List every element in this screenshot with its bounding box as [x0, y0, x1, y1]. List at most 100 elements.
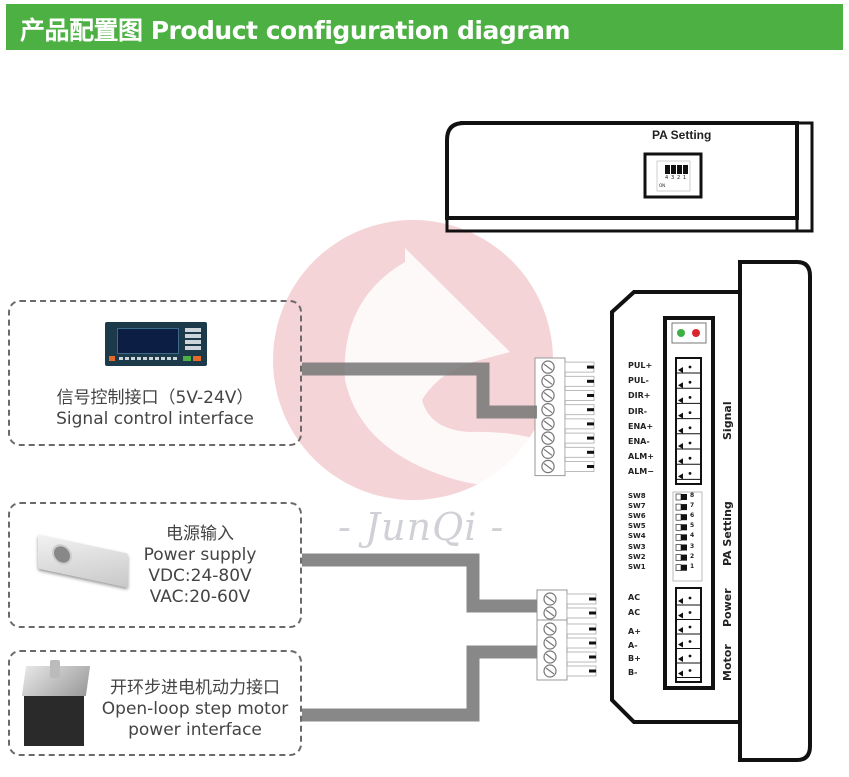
signal-pin-label: ALM− — [628, 467, 654, 477]
external-plugs — [534, 357, 597, 681]
driver-heatsink — [738, 260, 812, 762]
pa-dip-key — [677, 165, 682, 174]
motor-shaft — [50, 660, 60, 678]
plug-pin-contact — [587, 408, 594, 412]
terminal-arrow-icon — [678, 612, 683, 619]
terminal-arrow-icon — [678, 670, 683, 677]
terminal-dot — [688, 625, 692, 629]
terminal-dot — [688, 396, 692, 399]
terminal-arrow-icon — [678, 641, 683, 648]
pa-module-title: PA Setting — [652, 128, 712, 142]
screw-slot — [543, 363, 553, 371]
pa-dip-number: 2 — [677, 175, 681, 181]
watermark-horse — [344, 248, 580, 486]
motor-cable — [302, 645, 537, 722]
signal-pin-label: DIR- — [628, 406, 648, 416]
plug-pin-contact — [589, 627, 596, 631]
terminal-dot — [688, 380, 692, 384]
screw-slot — [545, 595, 555, 603]
motor-title-en-1: Open-loop step motor — [101, 699, 289, 719]
terminal-arrow-icon — [678, 656, 683, 662]
sw-key-off — [675, 544, 682, 551]
power-cable — [302, 553, 537, 613]
sw-number: 7 — [690, 502, 695, 510]
pa-dip-key — [665, 165, 670, 174]
screw-slot — [543, 406, 553, 414]
terminal-arrow-icon — [678, 367, 683, 373]
plug-pin-contact — [587, 394, 594, 397]
signal-side-label: Signal — [721, 401, 734, 440]
sw-key-off — [675, 493, 682, 501]
header-banner: 产品配置图 Product configuration diagram — [6, 4, 843, 50]
controller-button — [109, 356, 115, 361]
signal-cable — [302, 362, 537, 419]
page-title: 产品配置图 Product configuration diagram — [20, 16, 571, 45]
power-supply-box: 电源输入 Power supply VDC:24-80V VAC:20-60V — [8, 502, 302, 628]
power-motor-pin-label: B+ — [628, 654, 641, 663]
signal-interface-box: 信号控制接口（5V-24V） Signal control interface — [8, 300, 302, 446]
screw-slot — [545, 653, 555, 661]
signal-pin-label: ALM+ — [628, 452, 654, 462]
terminal-arrow-icon — [678, 458, 683, 465]
sw-pin-label: SW4 — [628, 532, 646, 541]
signal-title-cn: 信号控制接口（5V-24V） — [56, 388, 254, 408]
alarm-led — [692, 329, 700, 337]
sw-pin-label: SW7 — [628, 502, 646, 511]
power-title-en: Power supply — [143, 545, 257, 565]
sw-key-on — [681, 514, 687, 521]
sw-key-on — [681, 494, 687, 500]
plug-pin-contact — [589, 655, 596, 659]
pa-dip-number: 1 — [683, 175, 687, 181]
pa-setting-side-label: PA Setting — [721, 501, 734, 566]
terminal-arrow-icon — [678, 382, 683, 389]
pa-dip-key — [683, 165, 688, 174]
sw-dip-keys — [675, 493, 687, 572]
sw-number: 6 — [690, 512, 695, 520]
controller-buttons — [119, 357, 177, 360]
terminal-arrow-icon — [678, 412, 683, 419]
terminal-arrow-icon — [678, 397, 683, 404]
plug-pin-contact — [587, 365, 594, 369]
sw-number: 8 — [690, 492, 695, 499]
signal-terminal-block — [675, 357, 702, 485]
driver-body — [610, 290, 740, 724]
sw-key-on — [681, 524, 687, 531]
sw-number: 1 — [690, 562, 695, 570]
sw-pin-label: SW8 — [628, 492, 646, 500]
power-vdc: VDC:24-80V — [148, 566, 252, 586]
sw-key-off — [675, 513, 682, 521]
pa-dip-frame — [643, 152, 703, 199]
sw-pin-label: SW5 — [628, 522, 646, 531]
signal-pin-label: ENA- — [628, 437, 650, 446]
sw-key-on — [681, 534, 687, 541]
plug-pin-contact — [589, 597, 596, 601]
controller-button — [183, 356, 191, 361]
terminal-dot — [688, 669, 692, 672]
sw-key-off — [675, 554, 682, 561]
screw-slot — [545, 609, 555, 617]
terminal-arrow-icon — [678, 627, 683, 633]
sw-number: 3 — [690, 542, 695, 550]
plug-pin-contact — [589, 669, 596, 673]
plug-pin-contact — [587, 436, 594, 440]
screw-slot — [543, 420, 553, 428]
power-motor-pin-label: A+ — [628, 627, 641, 636]
signal-pin-label: ENA+ — [628, 421, 654, 431]
plug-pin-contact — [587, 422, 594, 426]
sw-key-on — [681, 554, 687, 561]
terminal-dot — [688, 365, 692, 369]
screw-slot — [545, 667, 555, 675]
terminal-dot — [688, 441, 692, 445]
power-motor-pin-label: B- — [628, 667, 638, 677]
power-motor-pin-label: AC — [628, 608, 641, 617]
sw-number: 2 — [690, 552, 695, 560]
sw-key-off — [675, 564, 682, 572]
plug-pin-contact — [587, 465, 594, 468]
power-supply-image — [38, 534, 128, 588]
sw-pin-label: SW6 — [628, 512, 646, 521]
power-side-label: Power — [721, 588, 734, 627]
motor-title-cn: 开环步进电机动力接口 — [110, 678, 280, 698]
pa-module-body — [445, 121, 799, 220]
